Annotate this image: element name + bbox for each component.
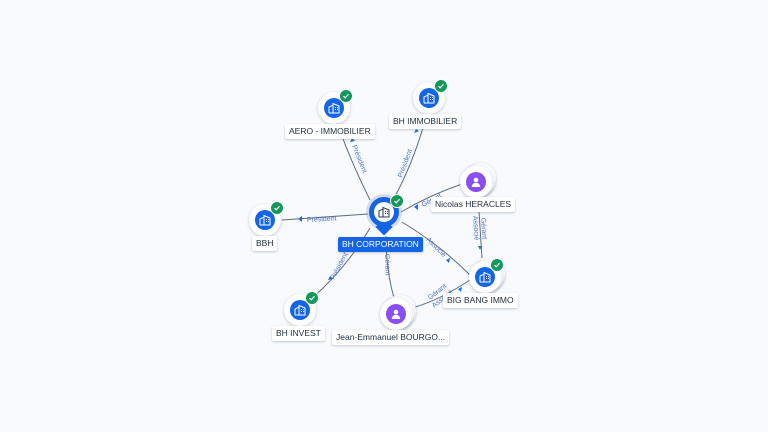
edge-bigbang	[401, 221, 471, 276]
edge-bbh	[281, 213, 369, 221]
node-label-nicolas-heracles[interactable]: Nicolas HERACLES	[431, 197, 516, 212]
center-node-label[interactable]: BH CORPORATION	[338, 237, 423, 252]
node-label-jean-emmanuel-bourgo[interactable]: Jean-Emmanuel BOURGO...	[332, 330, 450, 345]
person-icon	[466, 172, 486, 192]
node-aero-immobilier[interactable]	[318, 89, 353, 124]
arrow-jean-bigbang	[458, 287, 462, 292]
edge-nicolas	[400, 183, 463, 213]
node-label-bh-immobilier[interactable]: BH IMMOBILIER	[389, 114, 462, 129]
building-icon	[475, 267, 495, 287]
edge-label-nicolas-bigbang-1: Gérant	[479, 218, 487, 240]
building-icon	[419, 88, 439, 108]
arrow-nicolas	[414, 204, 418, 210]
verified-check-icon	[270, 201, 284, 215]
node-label-bbh[interactable]: BBH	[252, 236, 278, 251]
building-icon	[290, 300, 310, 320]
node-label-bh-invest[interactable]: BH INVEST	[272, 326, 325, 341]
edge-label-jean: Gérant	[383, 254, 391, 276]
verified-check-icon	[305, 291, 319, 305]
arrow-nicolas-bigbang	[478, 246, 482, 250]
node-bh-immobilier[interactable]	[413, 79, 448, 114]
node-nicolas-heracles[interactable]	[460, 163, 496, 198]
building-icon	[255, 210, 275, 230]
node-bh-invest[interactable]	[284, 291, 319, 326]
verified-check-icon	[390, 194, 404, 208]
edge-label-aero: Président	[350, 144, 368, 174]
node-label-big-bang-immo[interactable]: BIG BANG IMMO	[443, 293, 518, 308]
node-bbh[interactable]	[249, 201, 284, 236]
edge-label-bhinvest: Président	[330, 251, 350, 280]
person-icon	[386, 304, 406, 324]
edge-jean-bigbang	[411, 279, 471, 309]
arrow-bhimmo	[414, 129, 419, 133]
verified-check-icon	[434, 79, 448, 93]
building-icon	[374, 202, 394, 222]
arrow-bbh	[298, 216, 302, 222]
node-jean-emmanuel-bourgo[interactable]	[380, 295, 416, 330]
center-node[interactable]	[366, 194, 404, 238]
edge-label-nicolas-bigbang-2: Associé	[471, 216, 480, 241]
verified-check-icon	[339, 89, 353, 103]
arrow-bhinvest	[328, 276, 333, 280]
edge-label-bigbang: Associé	[425, 236, 447, 258]
edge-label-bbh: Président	[307, 215, 337, 224]
arrow-aero	[350, 138, 355, 142]
arrow-bigbang	[446, 258, 450, 263]
building-icon	[324, 98, 344, 118]
verified-check-icon	[490, 258, 504, 272]
node-big-bang-immo[interactable]	[469, 258, 505, 293]
node-label-aero-immobilier[interactable]: AERO - IMMOBILIER	[285, 124, 375, 139]
